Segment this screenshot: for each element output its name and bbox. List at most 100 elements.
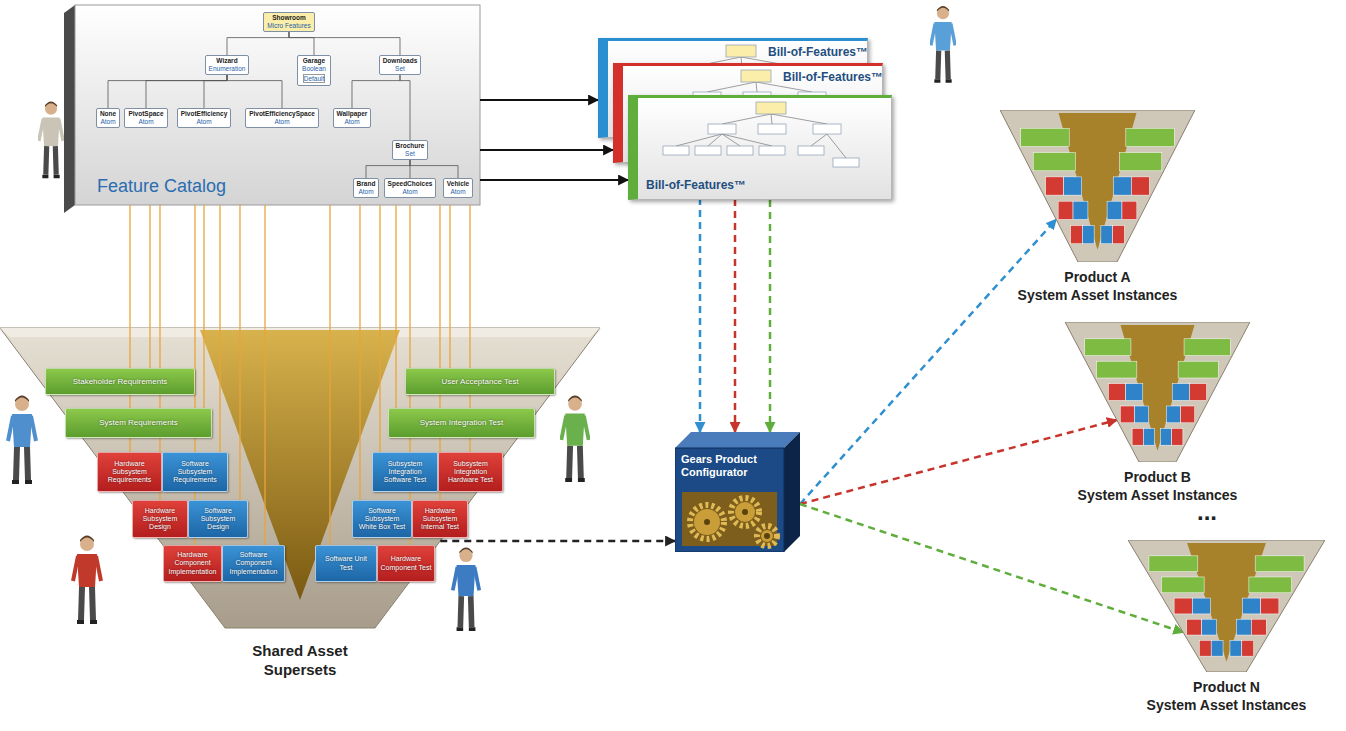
- product-v-model: Product NSystem Asset Instances: [1128, 540, 1325, 672]
- mini-tree-line: [707, 82, 756, 92]
- mini-tree-box: [833, 158, 859, 167]
- feature-text: Micro Features: [267, 22, 310, 30]
- bill-of-features-panel: Bill-of-Features™: [628, 95, 892, 200]
- band-label: Hardware Subsystem Internal Test: [415, 507, 465, 531]
- mini-band: [1082, 226, 1094, 244]
- band-label: Software Subsystem Design: [191, 507, 245, 531]
- feature-text: Atom: [100, 118, 116, 126]
- feature-text: Enumeration: [209, 65, 246, 73]
- mini-tree-line: [722, 114, 771, 124]
- connector: [289, 32, 400, 55]
- connector: [449, 205, 450, 368]
- band-label: Hardware Subsystem Design: [135, 507, 185, 531]
- feature-box: PivotEfficiencyAtom: [177, 108, 232, 128]
- feature-text: Atom: [249, 118, 315, 126]
- feature-text: PivotEfficiency: [181, 110, 228, 118]
- panel-side: [64, 5, 75, 213]
- v-frame: [1065, 322, 1250, 462]
- feature-text: Atom: [447, 188, 469, 196]
- connector: [800, 420, 1117, 504]
- box-title: Gears Product Configurator: [681, 453, 779, 479]
- process-band: System Requirements: [65, 408, 212, 438]
- mini-band: [1202, 619, 1217, 635]
- feature-text: Vehicle: [447, 180, 469, 188]
- connector: [480, 179, 628, 181]
- mini-band: [1120, 153, 1162, 171]
- connector: [366, 160, 410, 178]
- connector: [146, 75, 227, 108]
- shape-outline: [675, 432, 800, 552]
- mini-tree-box: [727, 146, 753, 155]
- mini-tree-box: [741, 70, 771, 82]
- mini-band: [1189, 384, 1206, 401]
- band-label: Hardware Component Test: [380, 555, 432, 571]
- feature-text: SpeedChoices: [388, 180, 433, 188]
- mini-band: [1172, 384, 1189, 401]
- mini-tree-line: [708, 134, 722, 146]
- mini-band: [1162, 577, 1205, 593]
- mini-band: [1174, 598, 1192, 614]
- band-label: Hardware Subsystem Requirements: [100, 460, 159, 484]
- connector: [410, 160, 458, 178]
- cube-front: [675, 448, 784, 552]
- connector: [352, 75, 400, 108]
- mini-band: [1243, 598, 1261, 614]
- process-band: Subsystem Integration Hardware Test: [438, 452, 503, 492]
- mini-tree-line: [771, 114, 772, 124]
- v-model-frame: [0, 328, 600, 628]
- caption-box: Shared Asset Supersets: [230, 642, 370, 680]
- feature-text: Brand: [357, 180, 376, 188]
- mini-band: [1071, 226, 1083, 244]
- mini-band: [1251, 619, 1266, 635]
- caption: System Asset Instances: [1147, 697, 1307, 715]
- connector: [734, 163, 737, 432]
- panel-title: Bill-of-Features™: [768, 45, 868, 59]
- mini-tree-box: [756, 102, 786, 114]
- connector: [409, 160, 410, 178]
- gear-hub: [764, 533, 770, 539]
- connector: [769, 200, 772, 432]
- connector: [480, 99, 598, 101]
- mini-band: [1097, 361, 1137, 378]
- shape-outline: [1065, 322, 1250, 462]
- mini-band: [1184, 339, 1230, 356]
- product-v-model: Product ASystem Asset Instances: [1000, 110, 1195, 262]
- mini-tree-line: [756, 82, 757, 92]
- person-figure: [453, 547, 479, 629]
- panel-title: Feature Catalog: [97, 176, 226, 197]
- mini-band: [1108, 384, 1125, 401]
- feature-text: Atom: [181, 118, 228, 126]
- mini-tree-box: [813, 124, 841, 134]
- connector: [395, 205, 396, 408]
- shape-outline: [1000, 110, 1195, 262]
- mini-band: [1160, 428, 1171, 445]
- feature-text: Default: [303, 74, 326, 84]
- process-band: Hardware Component Test: [377, 545, 435, 582]
- feature-text: Showroom: [267, 14, 310, 22]
- mini-band: [1073, 201, 1088, 219]
- gear-body: [694, 509, 720, 535]
- band-label: User Acceptance Test: [441, 377, 518, 386]
- connector: [379, 205, 380, 452]
- mini-band: [1149, 556, 1198, 572]
- feature-text: PivotSpace: [128, 110, 163, 118]
- v-frame: [1128, 540, 1325, 672]
- mini-tree-box: [695, 146, 721, 155]
- person-figure: [561, 395, 588, 480]
- feature-box: DownloadsSet: [379, 55, 422, 75]
- mini-band: [1033, 153, 1075, 171]
- process-band: Stakeholder Requirements: [45, 368, 195, 395]
- feature-box: WizardEnumeration: [205, 55, 250, 75]
- mini-band: [1120, 406, 1134, 423]
- gear-teeth: [690, 505, 724, 539]
- mini-tree-line: [676, 134, 722, 146]
- v-funnel: [1059, 113, 1137, 250]
- gear-teeth: [757, 526, 777, 546]
- gear-body: [761, 530, 773, 542]
- catalog-panel: [64, 5, 480, 213]
- person-figure: [73, 536, 101, 623]
- gear-teeth: [731, 498, 759, 526]
- connector: [400, 75, 410, 140]
- feature-text: Atom: [357, 188, 376, 196]
- shape-outline: [1128, 540, 1325, 672]
